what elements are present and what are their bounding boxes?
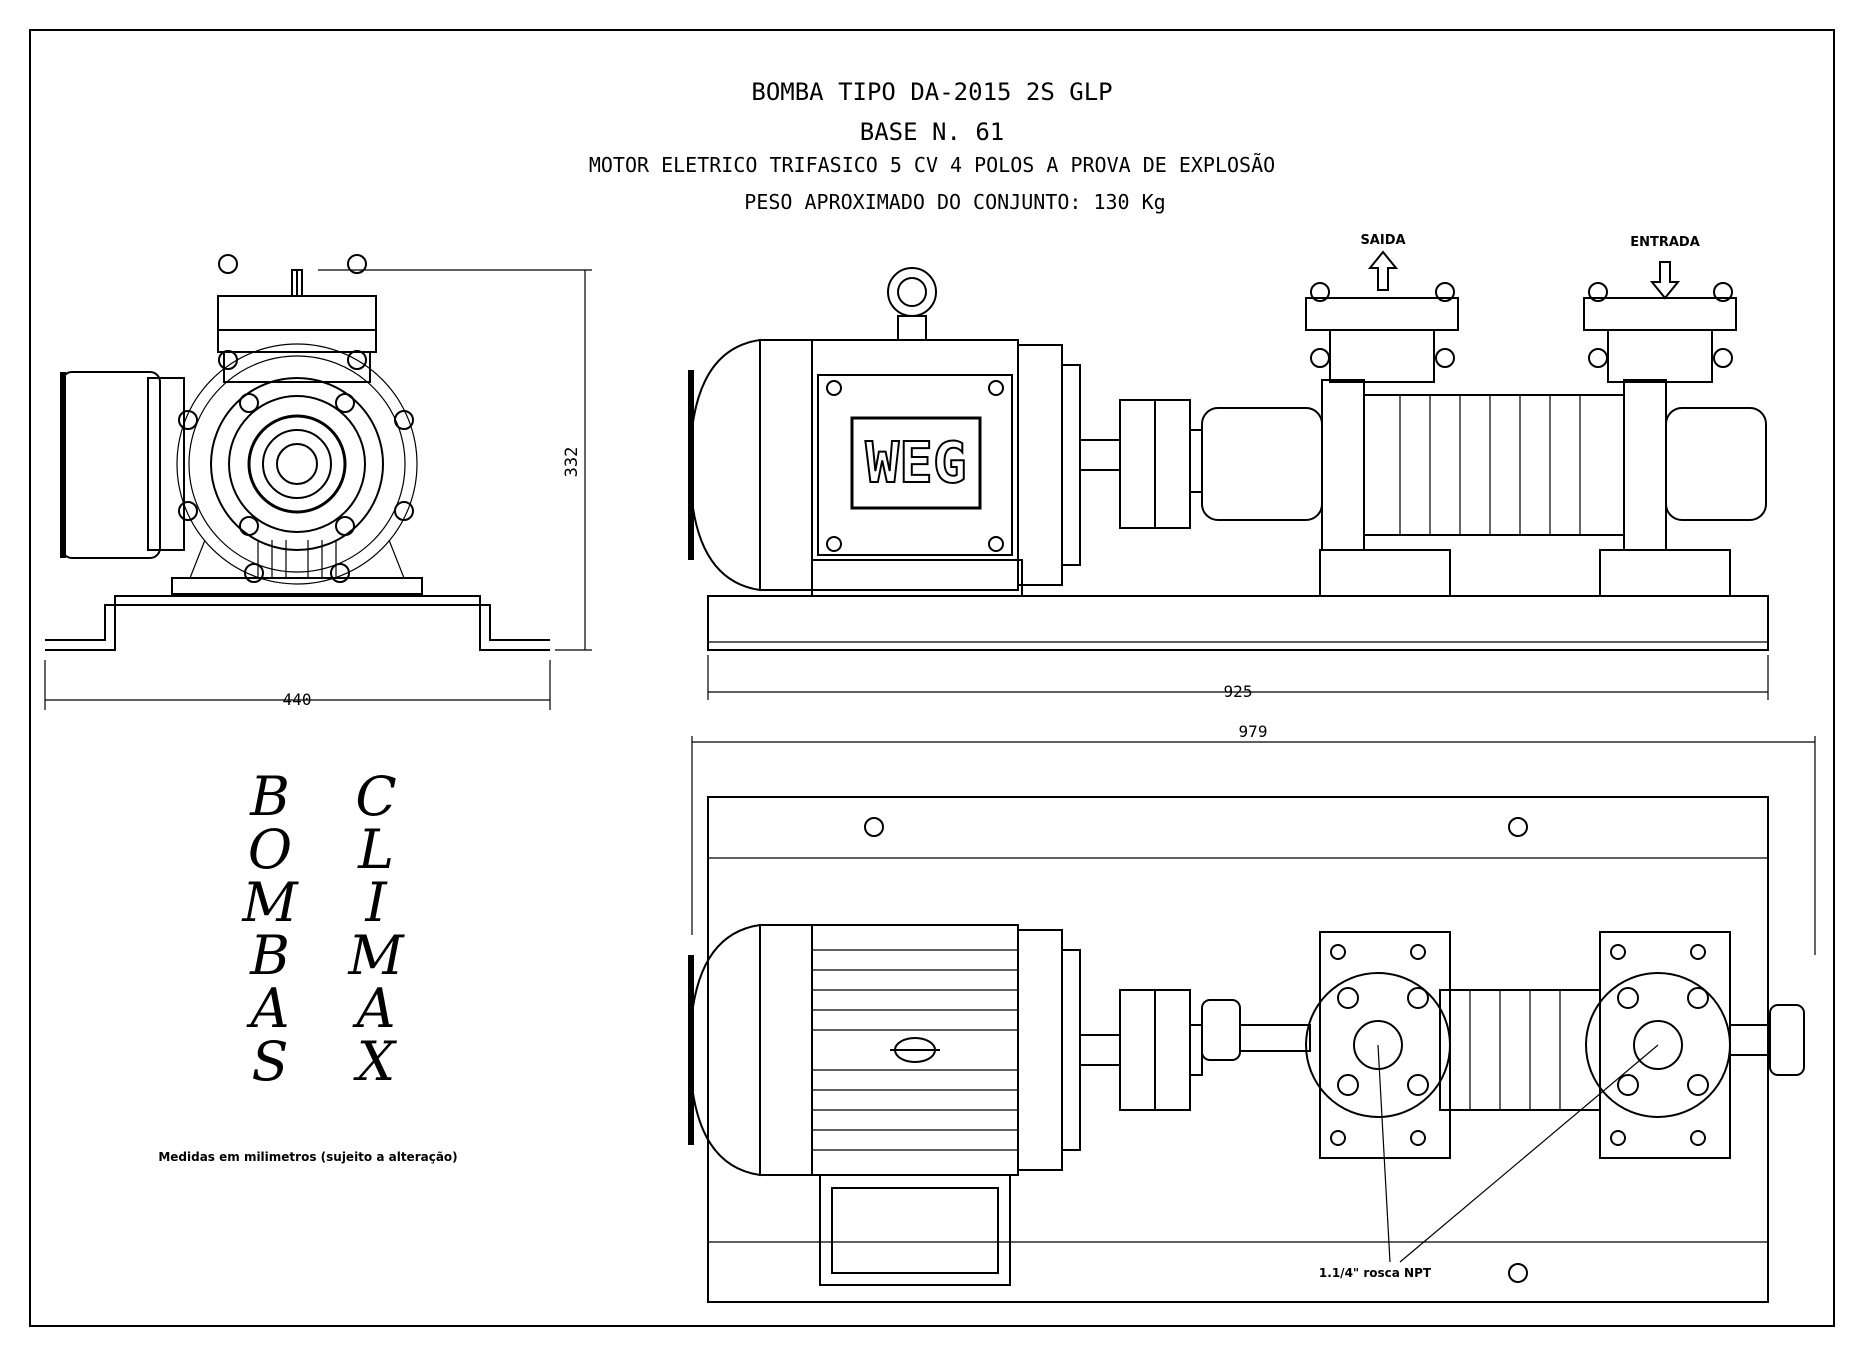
outlet-arrow-icon — [1367, 250, 1399, 291]
dimension-length-top: 979 — [1239, 722, 1268, 741]
top-motor-fan-cover — [688, 923, 761, 1177]
logo-letter: X — [353, 1030, 398, 1093]
logo-letter: B — [249, 924, 290, 987]
side-motor-fan-cover — [688, 338, 761, 592]
thread-label: 1.1/4" rosca NPT — [1319, 1266, 1432, 1280]
mounting-hole — [1508, 1263, 1528, 1283]
drawing-border — [29, 29, 1835, 1327]
logo-letter: C — [355, 765, 396, 828]
title-line-4: PESO APROXIMADO DO CONJUNTO: 130 Kg — [744, 190, 1165, 214]
outlet-port — [1305, 972, 1451, 1118]
dimension-width-front: 440 — [283, 690, 312, 709]
mounting-hole — [864, 817, 884, 837]
inlet-label: ENTRADA — [1630, 235, 1700, 250]
title-block: BOMBA TIPO DA-2015 2S GLP BASE N. 61 MOT… — [589, 78, 1275, 214]
logo-letter: M — [347, 924, 405, 987]
dimension-length-side: 925 — [1224, 682, 1253, 701]
front-pump-flange — [210, 377, 384, 551]
motor-brand-logo: WEG — [865, 431, 966, 496]
front-motor-cover — [61, 371, 161, 559]
lifting-eye-bolt — [887, 267, 937, 317]
logo-letter: M — [241, 871, 299, 934]
logo-letter: I — [364, 871, 388, 934]
side-base — [707, 595, 1769, 651]
title-line-1: BOMBA TIPO DA-2015 2S GLP — [751, 78, 1112, 106]
logo-letter: B — [249, 765, 290, 828]
logo-letter: A — [352, 977, 396, 1040]
title-line-3: MOTOR ELETRICO TRIFASICO 5 CV 4 POLOS A … — [589, 153, 1275, 177]
logo-letter: S — [252, 1030, 289, 1093]
top-view: 979 — [688, 722, 1816, 1303]
inlet-flange — [1583, 297, 1737, 331]
company-logo: B O M B A S C L I M A X — [241, 765, 405, 1093]
side-view: WEG — [688, 233, 1769, 701]
logo-letter: L — [357, 818, 394, 881]
dimension-height: 332 — [562, 447, 582, 478]
side-pump-stages — [1363, 394, 1625, 536]
outlet-label: SAIDA — [1360, 233, 1405, 248]
top-terminal-box — [819, 1174, 1011, 1286]
outlet-flange — [1305, 297, 1459, 331]
mounting-hole — [1508, 817, 1528, 837]
logo-letter: A — [246, 977, 290, 1040]
front-base-profile — [45, 595, 550, 651]
measurement-note: Medidas em milimetros (sujeito a alteraç… — [158, 1150, 457, 1164]
title-line-2: BASE N. 61 — [860, 118, 1005, 146]
top-base-plate — [707, 796, 1769, 1303]
logo-letter: O — [248, 818, 292, 881]
front-view: 332 440 — [44, 254, 592, 710]
inlet-arrow-icon — [1649, 261, 1681, 300]
